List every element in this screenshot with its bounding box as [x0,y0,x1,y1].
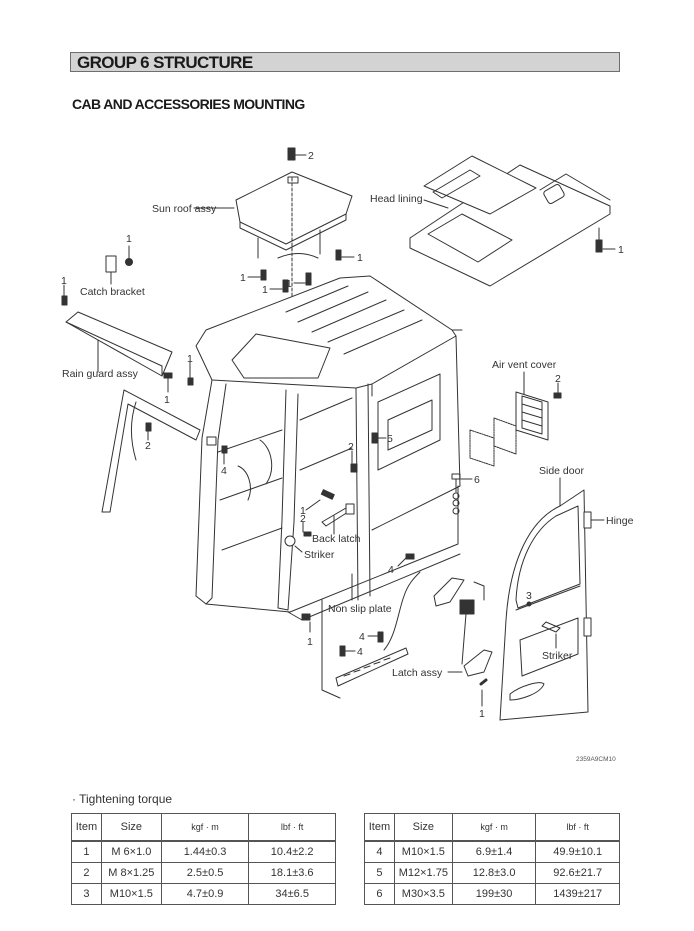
svg-text:1: 1 [618,244,624,256]
col-lbfft: lbf · ft [248,813,336,842]
svg-text:1: 1 [479,708,485,720]
label-side-door: Side door [539,465,584,477]
anchor-bolt: 6 [451,473,480,515]
col-size: Size [393,813,453,842]
torque-table-left: Item Size kgf · m lbf · ft 1 M 6×1.0 1.4… [71,813,336,905]
label-back-latch: Back latch [312,533,361,545]
group-title: GROUP 6 STRUCTURE [77,53,253,72]
table-row: 3 M10×1.5 4.7±0.9 34±6.5 [71,883,336,905]
svg-text:2: 2 [300,513,306,525]
svg-text:1: 1 [357,252,363,264]
label-sun-roof-assy: Sun roof assy [152,203,217,215]
svg-text:1: 1 [164,394,170,406]
head-lining-bolt: 1 [595,227,624,256]
air-vent-cover-part: 2 [469,371,562,467]
side-door-part: Hinge 3 Striker [499,489,634,721]
sunroof-top-bolt: 2 [287,147,314,162]
svg-text:1: 1 [286,278,292,290]
figure-code: 2359A9CM10 [576,756,616,763]
svg-text:2: 2 [145,440,151,452]
svg-text:4: 4 [359,631,365,643]
catch-bracket-part: 1 [105,233,133,285]
table-header-row: Item Size kgf · m lbf · ft [71,813,336,842]
front-frame-part: 2 4 [101,389,228,513]
svg-text:1: 1 [187,353,193,365]
table-row: 5 M12×1.75 12.8±3.0 92.6±21.7 [364,862,620,884]
svg-text:2: 2 [555,373,561,385]
col-size: Size [100,813,162,842]
label-catch-bracket: Catch bracket [80,286,145,298]
group-header: GROUP 6 STRUCTURE [70,52,620,72]
svg-text:1: 1 [300,505,306,517]
svg-text:4: 4 [357,646,363,658]
col-item: Item [71,813,102,842]
svg-text:4: 4 [221,465,227,477]
label-head-lining: Head lining [370,193,423,205]
table-row: 6 M30×3.5 199±30 1439±217 [364,883,620,905]
head-lining-part [409,155,611,287]
label-air-vent-cover: Air vent cover [492,359,557,371]
svg-text:5: 5 [387,433,393,445]
cab-exploded-diagram: 2 1 1 1 1 Sun roof assy Head lining 1 1 … [61,147,634,721]
svg-text:1: 1 [307,636,313,648]
svg-text:2: 2 [348,441,354,453]
torque-table-right: Item Size kgf · m lbf · ft 4 M10×1.5 6.9… [364,813,620,905]
svg-text:1: 1 [262,284,268,296]
col-kgfm: kgf · m [451,813,537,842]
latch-assy-part: 1 [433,577,493,720]
cab-bolts: 5 2 [348,432,393,473]
label-rain-guard-assy: Rain guard assy [62,368,139,380]
svg-text:4: 4 [388,564,394,576]
table-header-row: Item Size kgf · m lbf · ft [364,813,620,842]
torque-caption: · Tightening torque [72,792,173,806]
sunroof-bolts: 1 1 1 1 [240,249,363,296]
label-hinge: Hinge [606,515,634,527]
rain-guard-part: 1 1 1 [61,275,194,406]
label-latch-assy: Latch assy [392,667,443,679]
col-lbfft: lbf · ft [535,813,620,842]
svg-text:3: 3 [526,590,532,602]
floor-bolt: 1 [301,613,313,648]
table-row: 1 M 6×1.0 1.44±0.3 10.4±2.2 [71,840,336,863]
back-latch-part: 1 Back latch 2 Striker [284,489,361,561]
svg-text:6: 6 [474,474,480,486]
cab-body [195,275,463,621]
svg-text:1: 1 [126,233,132,245]
label-non-slip-plate: Non slip plate [328,603,392,615]
table-row: 4 M10×1.5 6.9±1.4 49.9±10.1 [364,840,620,863]
callout: 2 [308,150,314,162]
step-handrail-part: 4 4 4 [321,553,421,699]
col-kgfm: kgf · m [160,813,250,842]
label-striker-cab: Striker [304,549,335,561]
section-title: CAB AND ACCESSORIES MOUNTING [72,96,305,112]
svg-text:1: 1 [61,275,67,287]
col-item: Item [364,813,395,842]
label-striker-door: Striker [542,650,573,662]
svg-text:1: 1 [240,272,246,284]
table-row: 2 M 8×1.25 2.5±0.5 18.1±3.6 [71,862,336,884]
